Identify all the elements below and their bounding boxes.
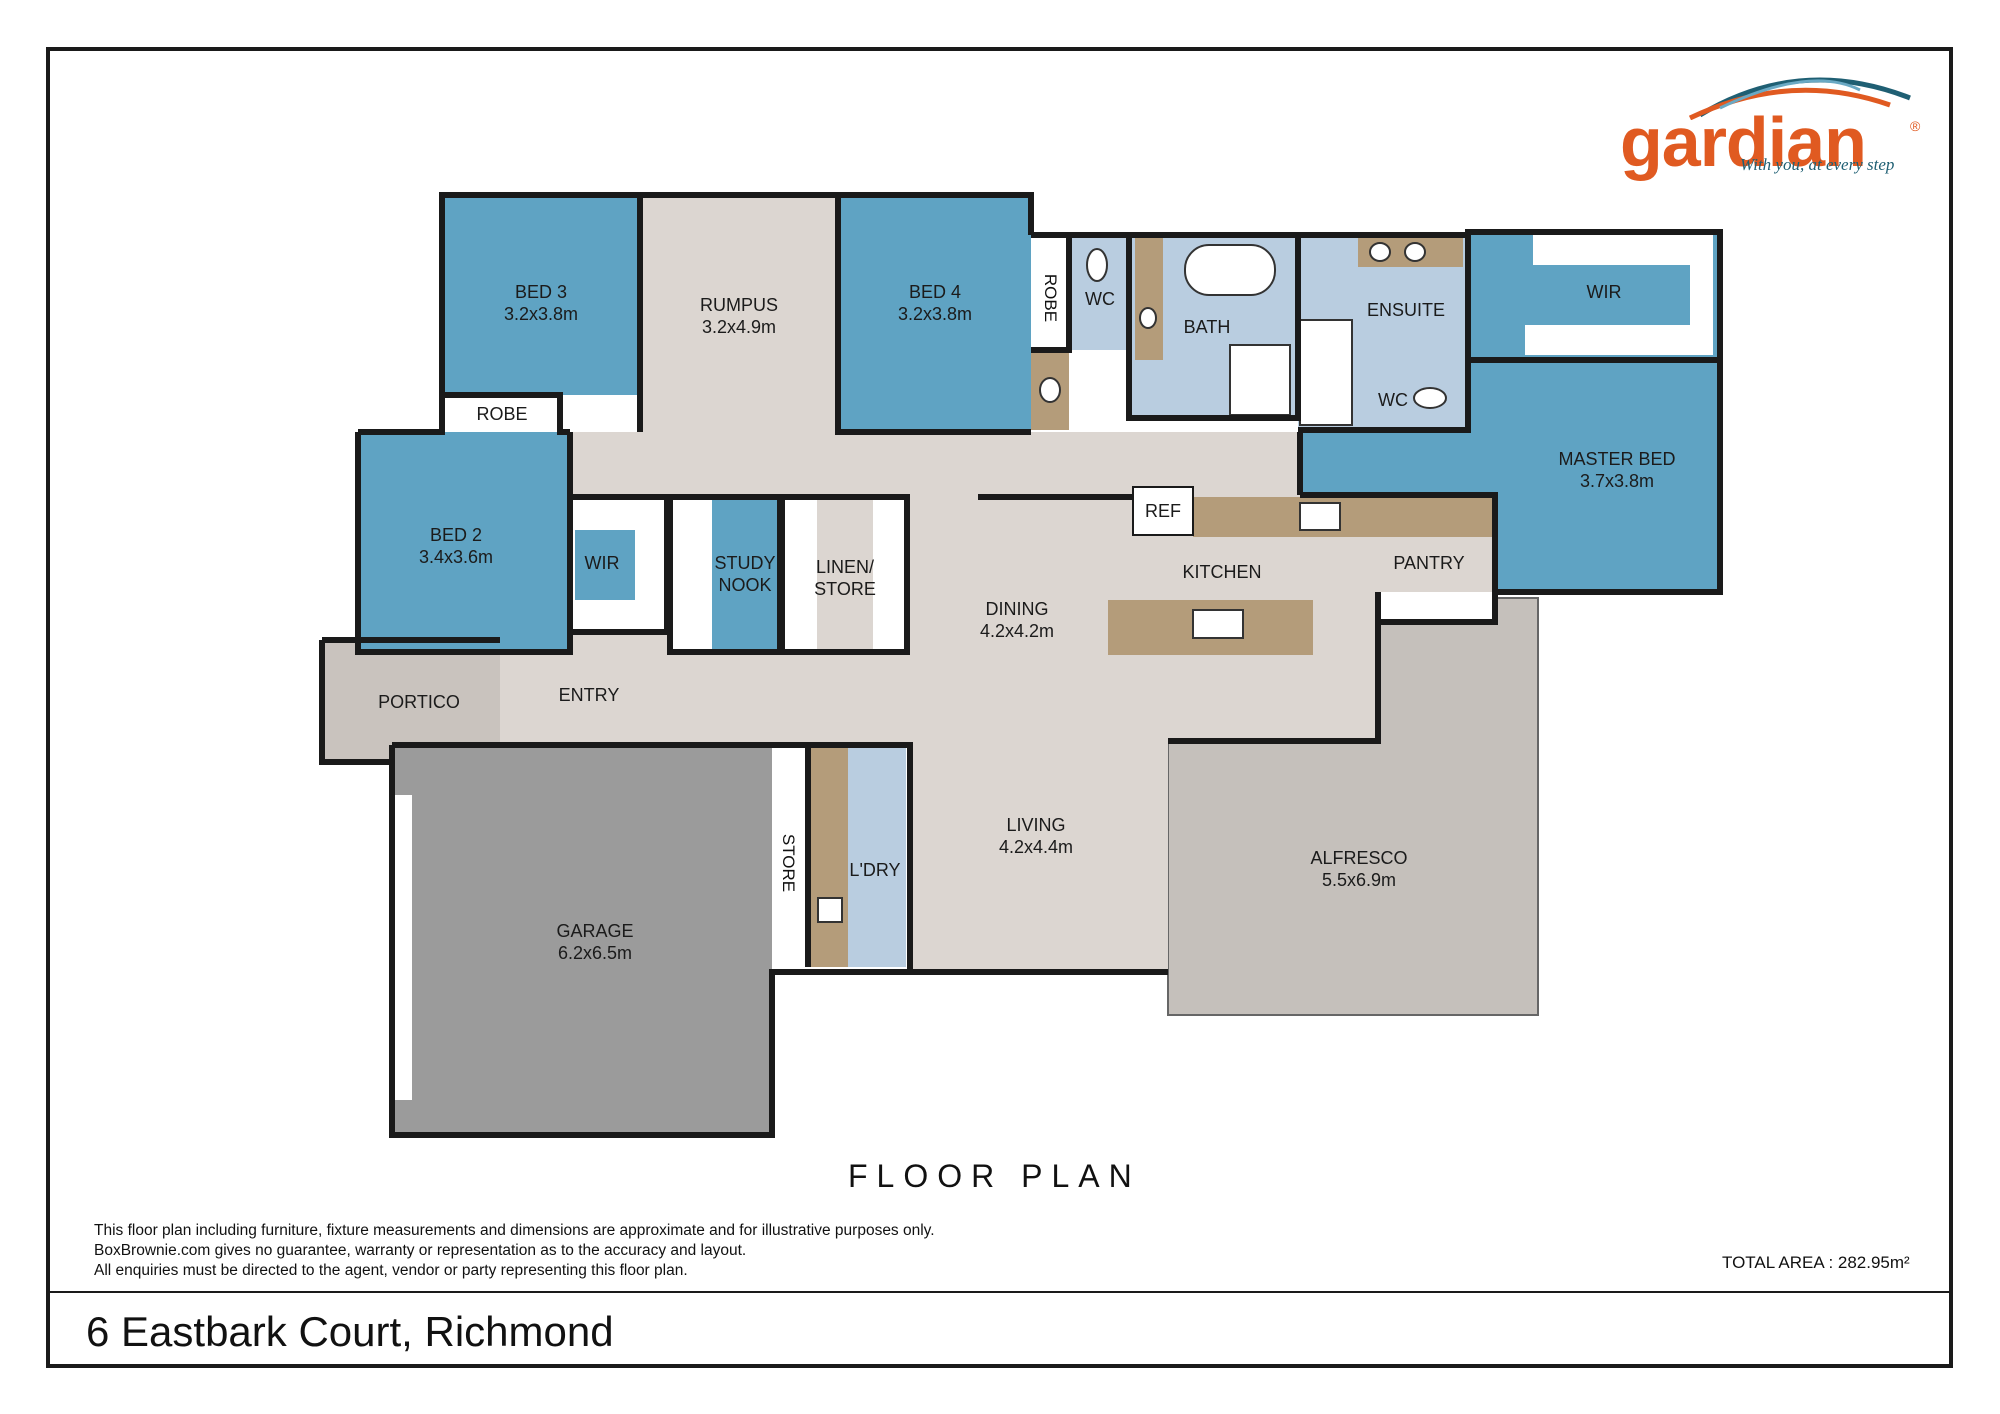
footer-divider [50,1291,1949,1293]
store-label: STORE [779,833,798,893]
disclaimer-line: BoxBrownie.com gives no guarantee, warra… [94,1242,747,1259]
store-floor [772,745,808,967]
logo-arc-icon [1688,77,1911,120]
bath-bench [1135,235,1163,360]
entry-label: ENTRY [558,685,620,705]
pantry-label: PANTRY [1393,553,1465,573]
logo-wordmark: gardian [1620,103,1867,181]
toilet-1 [1086,248,1108,282]
shower-bath [1229,344,1291,416]
robe-bed3-label: ROBE [476,404,528,424]
master-floor [1300,235,1720,592]
study-floor [712,497,780,652]
kitchen-back-bench [1193,497,1493,537]
bed3-floor [442,195,640,395]
pantry-cupboard [1380,592,1495,622]
living-floor [500,195,1495,972]
total-area: TOTAL AREA : 282.95m² [1722,1253,1910,1272]
property-address: 6 Eastbark Court, Richmond [86,1308,614,1355]
bathtub [1184,244,1276,296]
room-fills [322,195,1720,1135]
wc1-label: WC [1085,289,1115,309]
disclaimer-line: This floor plan including furniture, fix… [94,1222,935,1239]
fridge [1132,486,1194,536]
linen-store-label: LINEN/STORE [814,557,876,599]
garage-door [392,795,412,1100]
bath-label: BATH [1183,317,1231,337]
basin-4 [1139,307,1157,329]
wir-master-shelf-top [1533,235,1713,265]
wir-bed2-centre [575,530,635,600]
disclaimer: This floor plan including furniture, fix… [94,1221,935,1281]
bed2-floor [358,432,570,652]
basin-1 [1369,242,1391,262]
robe-bed3-floor [442,395,560,431]
portico-floor [322,640,500,762]
shower-ensuite [1299,319,1353,426]
bed4-floor [838,195,1031,432]
floor-plan-title: FLOOR PLAN [848,1158,1141,1194]
walls [319,192,1723,1138]
wir-master-shelf-bottom [1525,325,1713,355]
fixtures [817,242,1447,923]
robe-top-label: ROBE [1041,273,1060,323]
wc2-label: WC [1378,390,1408,410]
wir-master-shelf-side [1690,265,1713,325]
cooktop [1299,502,1341,531]
disclaimer-line: All enquiries must be directed to the ag… [94,1262,688,1279]
kitchen-sink [1192,609,1244,639]
logo-tagline: With you, at every step [1740,155,1895,174]
logo-registered-mark: ® [1910,118,1921,134]
garage-floor [392,745,772,1135]
laundry-tub [817,897,843,923]
basin-2 [1404,242,1426,262]
wir-bed2-label: WIR [584,553,620,573]
laundry-label: L'DRY [849,860,901,880]
kitchen-label: KITCHEN [1182,562,1262,582]
portico-label: PORTICO [378,692,460,712]
wir-master-label: WIR [1586,282,1622,302]
laundry-floor [848,745,906,967]
page-frame [46,47,1953,1368]
ref-label: REF [1145,501,1181,521]
robe-top-floor [1031,235,1069,350]
study-left-shelf [670,497,712,652]
toilet-2 [1413,387,1447,409]
laundry-bench [810,745,848,967]
gardian-logo: gardian ® With you, at every step [1610,60,1940,185]
basin-3 [1039,377,1061,403]
linen-inner [817,497,873,652]
ensuite-label: ENSUITE [1366,300,1446,320]
